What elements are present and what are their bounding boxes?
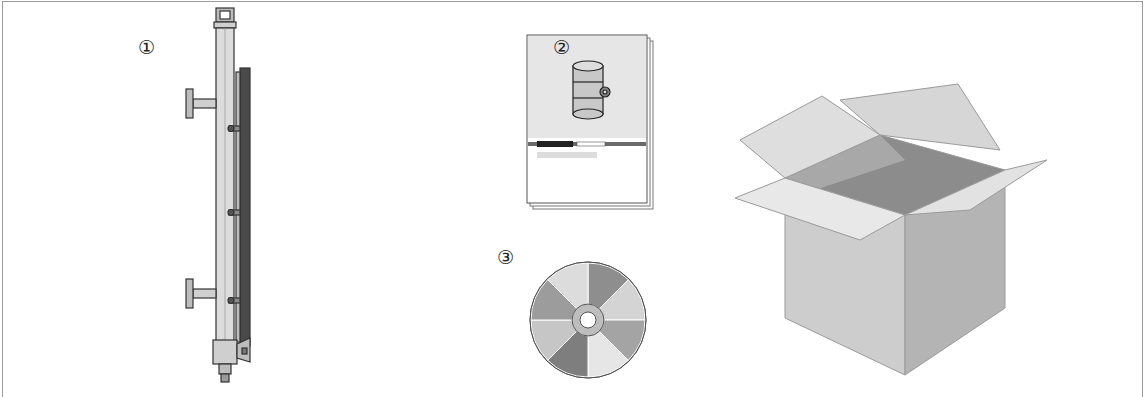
callout-number: ② <box>553 38 570 57</box>
cd-hub <box>572 304 604 336</box>
cd-rim <box>530 262 646 378</box>
packaging-box <box>735 84 1047 375</box>
cd-segment <box>531 320 577 360</box>
callout-number: ③ <box>497 248 514 267</box>
level-indicator <box>186 8 250 382</box>
callout-number: ① <box>138 38 155 57</box>
software-cd <box>530 262 646 378</box>
manual-document <box>527 35 653 209</box>
cd-segment <box>599 280 645 320</box>
cd-segment <box>588 331 628 377</box>
cd-segment <box>548 263 588 309</box>
cd-hole <box>580 312 596 328</box>
